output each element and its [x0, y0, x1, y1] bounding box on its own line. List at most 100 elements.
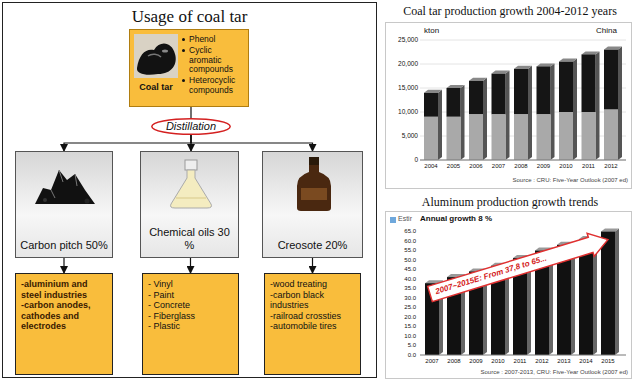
- bar-segment: [514, 69, 528, 115]
- axis-year: 2012: [600, 163, 622, 170]
- bar-top: [559, 59, 577, 62]
- axis-tick: 30.0: [386, 295, 416, 302]
- bar-side: [483, 78, 487, 160]
- axis-year: 2010: [555, 163, 577, 170]
- bar-segment: [582, 112, 596, 160]
- usage-item: - Paint: [148, 290, 233, 301]
- series-label: China: [596, 27, 617, 36]
- axis-tick: 40.0: [386, 276, 416, 283]
- legend-label: Estir: [398, 215, 412, 223]
- axis-tick: 0.0: [386, 352, 416, 359]
- usage-box: -wood treating-carbon black industries-r…: [264, 273, 361, 375]
- axis-tick: 65.0: [386, 228, 416, 235]
- product-label: Creosote 20%: [267, 239, 358, 252]
- axis-tick: 10,000: [386, 108, 418, 115]
- bar-top: [601, 229, 619, 232]
- coal-tar-bars: [420, 40, 626, 160]
- bar-top: [514, 66, 532, 69]
- usage-box: -aluminium and steel industries-carbon a…: [15, 273, 113, 375]
- axis-year: 2007: [421, 358, 443, 365]
- usage-item: - Plastic: [148, 321, 233, 332]
- axis-tick: 15,000: [386, 84, 418, 91]
- aluminum-bars: [420, 229, 626, 356]
- axis-year: 2013: [553, 358, 575, 365]
- bar-top: [424, 90, 442, 93]
- product-label: Chemical oils 30 %: [145, 226, 234, 252]
- panel-title: Usage of coal tar: [3, 7, 376, 27]
- bar-segment: [469, 81, 483, 115]
- bar-top: [604, 47, 622, 50]
- product-label: Carbon pitch 50%: [20, 239, 108, 252]
- axis-year: 2015: [597, 358, 619, 365]
- axis-line: [420, 355, 626, 356]
- usage-item: -automobile tires: [270, 321, 355, 332]
- source-note: Source : 2007-2013, CRU: Five-Year Outlo…: [400, 369, 628, 376]
- connector: [63, 258, 64, 273]
- axis-tick: 45.0: [386, 266, 416, 273]
- bar-segment: [447, 117, 461, 160]
- process-oval: Distillation: [151, 118, 231, 135]
- bar-top: [469, 78, 487, 81]
- bar-side: [615, 229, 619, 356]
- bar-segment: [537, 114, 551, 160]
- bullet-item: Cyclic aromatic compounds: [182, 46, 246, 74]
- grid-line: [420, 160, 626, 161]
- bar-top: [447, 85, 465, 88]
- bullet-list: PhenolCyclic aromatic compoundsHeterocyc…: [182, 35, 246, 97]
- axis-tick: 0: [386, 156, 418, 163]
- bar-segment: [604, 110, 618, 160]
- axis-tick: 60.0: [386, 238, 416, 245]
- bar-top: [582, 51, 600, 54]
- axis-year: 2008: [510, 163, 532, 170]
- axis-year: 2006: [465, 163, 487, 170]
- connector: [312, 258, 313, 273]
- source-note: Source : CRU: Five-Year Outlook (2007 ed…: [420, 177, 628, 184]
- bar-side: [596, 51, 600, 160]
- chart-title: Aluminum production growth trends: [392, 196, 628, 209]
- axis-year: 2004: [420, 163, 442, 170]
- axis-year: 2007: [488, 163, 510, 170]
- axis-tick: 5,000: [386, 132, 418, 139]
- usage-item: - Fiberglass: [148, 311, 233, 322]
- growth-note: Annual growth 8 %: [420, 215, 492, 224]
- bar-top: [492, 71, 510, 74]
- axis-year: 2010: [487, 358, 509, 365]
- bar-top: [537, 63, 555, 66]
- usage-box: - Vinyl- Paint- Concrete- Fiberglass- Pl…: [142, 273, 239, 375]
- axis-year: 2012: [531, 358, 553, 365]
- connector: [191, 135, 313, 151]
- bar-segment: [537, 66, 551, 114]
- bar-side: [438, 90, 442, 160]
- axis-year: 2014: [575, 358, 597, 365]
- bar-segment: [424, 117, 438, 160]
- bar-segment: [424, 93, 438, 117]
- usage-item: -carbon black industries: [270, 290, 355, 311]
- bar-side: [551, 63, 555, 160]
- axis-year: 2009: [465, 358, 487, 365]
- axis-tick: 5.0: [386, 342, 416, 349]
- process-label: Distillation: [151, 118, 231, 135]
- axis-year: 2011: [509, 358, 531, 365]
- axis-year: 2009: [533, 163, 555, 170]
- usage-item: -carbon anodes, cathodes and electrodes: [21, 300, 107, 332]
- legend-swatch: [390, 217, 396, 223]
- axis-tick: 25.0: [386, 304, 416, 311]
- axis-line: [420, 160, 626, 161]
- connector: [190, 258, 191, 273]
- bar-side: [506, 71, 510, 160]
- bar-segment: [469, 114, 483, 160]
- bar-segment: [559, 112, 573, 160]
- connector: [190, 107, 191, 118]
- growth-arrow: [426, 228, 611, 305]
- bar-segment: [559, 62, 573, 112]
- axis-tick: 50.0: [386, 257, 416, 264]
- bar-segment: [492, 114, 506, 160]
- bullet-item: Heterocyclic compounds: [182, 76, 246, 95]
- axis-year: 2011: [578, 163, 600, 170]
- usage-item: - Concrete: [148, 300, 233, 311]
- usage-item: -wood treating: [270, 279, 355, 290]
- axis-tick: 10.0: [386, 333, 416, 340]
- axis-tick: 55.0: [386, 247, 416, 254]
- unit-label: kton: [424, 27, 439, 36]
- axis-tick: 25,000: [386, 36, 418, 43]
